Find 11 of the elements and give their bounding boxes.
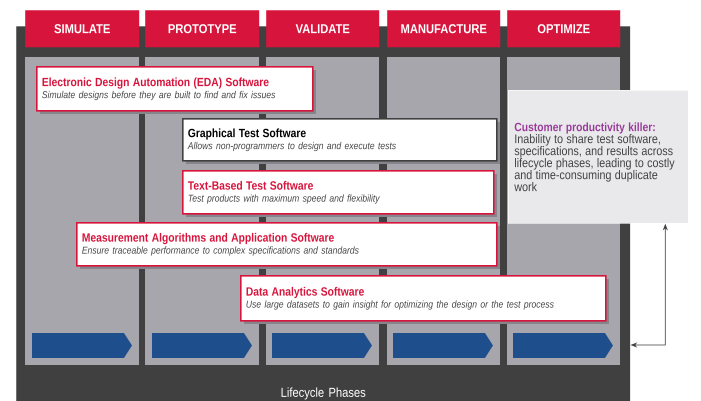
software-box: Data Analytics Software Use large datasets to gain insight for optimizing the design or the test process xyxy=(240,275,607,322)
software-box: Electronic Design Automation (EDA) Software Simulate designs before they are built to find and fix issues xyxy=(36,66,314,112)
phase-header: VALIDATE xyxy=(266,10,380,48)
software-box: Text-Based Test Software Test products with maximum speed and flexibility xyxy=(182,170,495,215)
phase-header: SIMULATE xyxy=(25,10,140,48)
software-box: Measurement Algorithms and Application Software Ensure traceable performance to complex specifications and standards xyxy=(76,222,498,267)
note-box: Customer productivity killer: Inability to share test software, specifications, and results across lifecycle phases, leading to costly and time-consuming duplicate work xyxy=(508,90,689,224)
software-box: Graphical Test Software Allows non-programmers to design and execute tests xyxy=(182,118,498,162)
phase-header: MANUFACTURE xyxy=(387,10,500,48)
phase-header: PROTOTYPE xyxy=(145,10,260,48)
phase-header: OPTIMIZE xyxy=(507,10,620,48)
